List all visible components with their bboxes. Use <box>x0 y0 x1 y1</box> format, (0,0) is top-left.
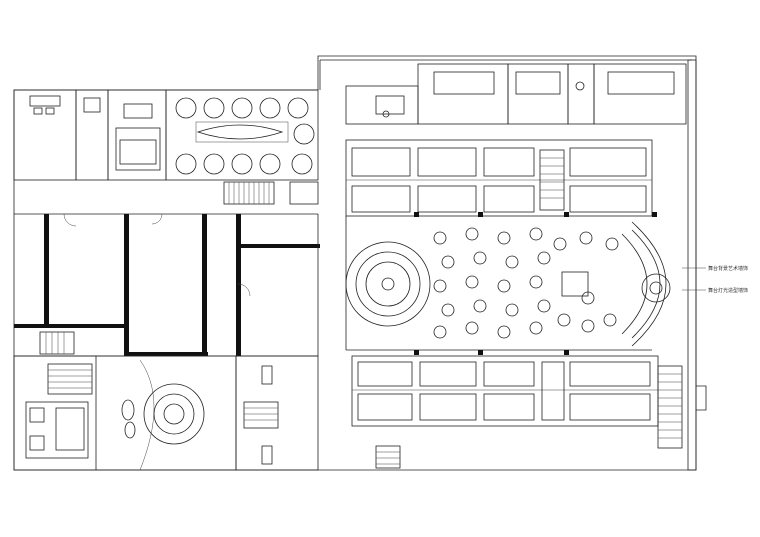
column-markers <box>414 212 657 355</box>
annotation-stage-lower: 舞台灯光造型墙饰 <box>708 287 748 294</box>
lower-stair-hall <box>235 355 319 471</box>
middle-left-rooms <box>14 213 320 357</box>
banquet-tables <box>433 227 619 339</box>
round-table-set <box>175 97 315 175</box>
banquet-hall <box>345 216 671 351</box>
outer-walls <box>13 55 707 471</box>
dance-floor <box>345 241 431 327</box>
lower-left-lobby <box>13 355 237 471</box>
stairs-upper <box>223 181 319 205</box>
upper-left-offices <box>13 89 167 181</box>
vip-dining-room <box>165 89 319 181</box>
top-private-rooms <box>345 63 687 125</box>
annotation-stage-upper: 舞台背景艺术墙饰 <box>708 265 748 272</box>
stage-annotations: 舞台背景艺术墙饰 舞台灯光造型墙饰 <box>682 265 748 294</box>
upper-booths <box>345 139 653 217</box>
stage <box>561 221 671 347</box>
lower-booths <box>351 355 683 469</box>
